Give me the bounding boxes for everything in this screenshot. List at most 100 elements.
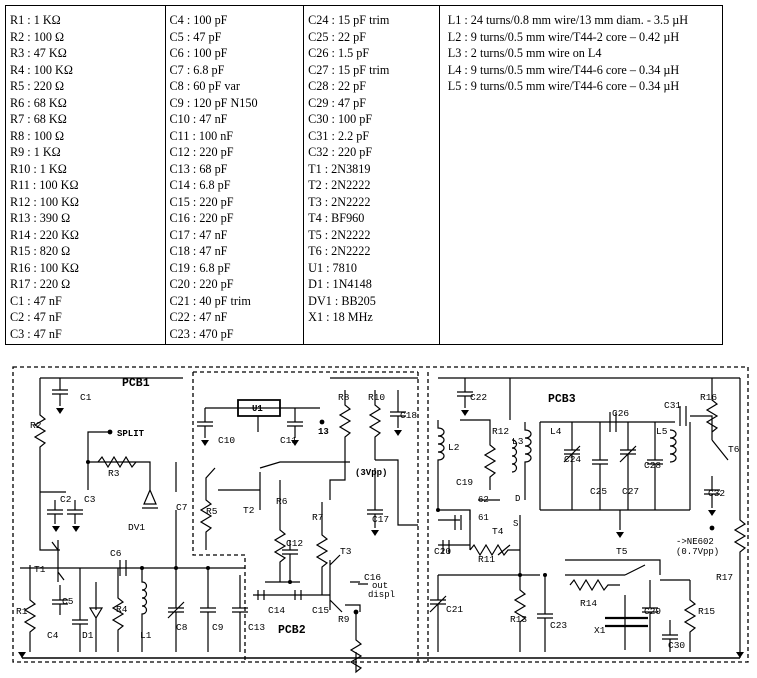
- parts-entry: R2 : 100 Ω: [10, 29, 65, 44]
- schematic-diagram: PCB1 PCB2 PCB3 SPLIT U1 13 (3Vpp) out di…: [12, 366, 749, 674]
- parts-entry: C6 : 100 pF: [169, 46, 228, 60]
- parts-entry: C30 : 100 pF: [308, 112, 373, 126]
- parts-entry: U1 : 7810: [308, 260, 357, 275]
- pin-s-label: S: [513, 519, 518, 529]
- label-c26: C26: [612, 408, 629, 419]
- parts-entry: R5 : 220 Ω: [10, 79, 65, 93]
- parts-entry: C18 : 47 nF: [169, 244, 228, 258]
- parts-entry: R16 : 100 KΩ: [10, 260, 79, 275]
- parts-entry: C23 : 470 pF: [169, 326, 234, 341]
- parts-entry: C3 : 47 nF: [10, 326, 62, 341]
- parts-entry: R9 : 1 KΩ: [10, 145, 61, 159]
- label-c19: C19: [456, 477, 473, 488]
- label-c2: C2: [60, 494, 72, 505]
- label-t5: T5: [616, 546, 628, 557]
- label-t2: T2: [243, 505, 255, 516]
- parts-entry: C27 : 15 pF trim: [308, 62, 390, 77]
- parts-entry: R11 : 100 KΩ: [10, 178, 79, 192]
- parts-entry: C9 : 120 pF N150: [169, 95, 258, 110]
- label-r11: R11: [478, 554, 495, 565]
- label-c6: C6: [110, 548, 122, 559]
- parts-entry: C22 : 47 nF: [169, 310, 228, 324]
- label-r16: R16: [700, 392, 717, 403]
- parts-entry: C1 : 47 nF: [10, 293, 62, 308]
- parts-entry: T5 : 2N2222: [308, 227, 371, 242]
- label-r12: R12: [492, 426, 509, 437]
- label-r13: R13: [510, 614, 527, 625]
- label-c13: C13: [248, 622, 265, 633]
- ne602-label: ->NE602: [676, 537, 714, 547]
- out-label: out: [372, 581, 388, 591]
- label-r9: R9: [338, 614, 350, 625]
- label-c31: C31: [664, 400, 681, 411]
- label-c22: C22: [470, 392, 487, 403]
- parts-entry: L3 : 2 turns/0.5 mm wire on L4: [447, 46, 602, 60]
- parts-entry: L2 : 9 turns/0.5 mm wire/T44-2 core – 0.…: [447, 29, 680, 44]
- label-c21: C21: [446, 604, 463, 615]
- label-c14: C14: [268, 605, 285, 616]
- label-c11: C11: [280, 435, 297, 446]
- parts-entry: R15 : 820 Ω: [10, 244, 71, 258]
- label-c10: C10: [218, 435, 235, 446]
- label-t1: T1: [34, 564, 46, 575]
- label-r5: R5: [206, 506, 218, 517]
- label-c24: C24: [564, 454, 581, 465]
- label-c30: C30: [668, 640, 685, 651]
- label-r8: R8: [338, 392, 350, 403]
- label-c20: C20: [434, 546, 451, 557]
- label-c4: C4: [47, 630, 59, 641]
- parts-entry: C15 : 220 pF: [169, 194, 234, 209]
- parts-entry: T2 : 2N2222: [308, 178, 371, 192]
- label-l5: L5: [656, 426, 668, 437]
- label-c29: C29: [644, 606, 661, 617]
- parts-entry: R4 : 100 KΩ: [10, 62, 73, 77]
- parts-entry: C32 : 220 pF: [308, 145, 373, 159]
- split-label: SPLIT: [117, 429, 145, 439]
- label-c23: C23: [550, 620, 567, 631]
- label-d1: D1: [82, 630, 94, 641]
- vpp-3-label: (3Vpp): [355, 468, 387, 478]
- parts-entry: T4 : BF960: [308, 211, 365, 225]
- parts-entry: R17 : 220 Ω: [10, 277, 71, 291]
- label-r15: R15: [698, 606, 715, 617]
- parts-entry: R8 : 100 Ω: [10, 128, 65, 143]
- label-r6: R6: [276, 496, 288, 507]
- parts-entry: C16 : 220 pF: [169, 211, 234, 225]
- parts-entry: C13 : 68 pF: [169, 161, 228, 176]
- label-c28: C28: [644, 460, 661, 471]
- label-c17: C17: [372, 514, 389, 525]
- u1-chip-label: U1: [252, 404, 263, 414]
- parts-entry: C12 : 220 pF: [169, 145, 234, 159]
- parts-entry: R12 : 100 KΩ: [10, 194, 79, 209]
- label-l2: L2: [448, 442, 460, 453]
- parts-entry: C29 : 47 pF: [308, 95, 367, 110]
- parts-entry: C8 : 60 pF var: [169, 79, 240, 93]
- parts-entry: T6 : 2N2222: [308, 244, 371, 258]
- pin-d-label: D: [515, 494, 520, 504]
- board-label-pcb2: PCB2: [278, 624, 306, 637]
- board-label-pcb3: PCB3: [548, 393, 576, 406]
- label-r10: R10: [368, 392, 385, 403]
- pin-13-label: 13: [318, 427, 329, 437]
- label-c27: C27: [622, 486, 639, 497]
- label-r3: R3: [108, 468, 120, 479]
- board-label-pcb1: PCB1: [122, 377, 150, 390]
- board-labels: PCB1 PCB2 PCB3: [122, 377, 576, 637]
- parts-entry: L4 : 9 turns/0.5 mm wire/T44-6 core – 0.…: [447, 62, 680, 77]
- parts-entry: C4 : 100 pF: [169, 13, 228, 27]
- label-c9: C9: [212, 622, 224, 633]
- parts-entry: T3 : 2N2222: [308, 194, 371, 209]
- parts-entry: C17 : 47 nF: [169, 227, 228, 242]
- label-l4: L4: [550, 426, 562, 437]
- parts-entry: C28 : 22 pF: [308, 79, 367, 93]
- label-r17: R17: [716, 572, 733, 583]
- label-l1: L1: [140, 630, 152, 641]
- label-c5: C5: [62, 596, 74, 607]
- displ-label: displ: [368, 590, 395, 600]
- parts-entry: X1 : 18 MHz: [308, 310, 373, 324]
- parts-entry: R3 : 47 KΩ: [10, 46, 67, 60]
- parts-entry: C24 : 15 pF trim: [308, 13, 390, 27]
